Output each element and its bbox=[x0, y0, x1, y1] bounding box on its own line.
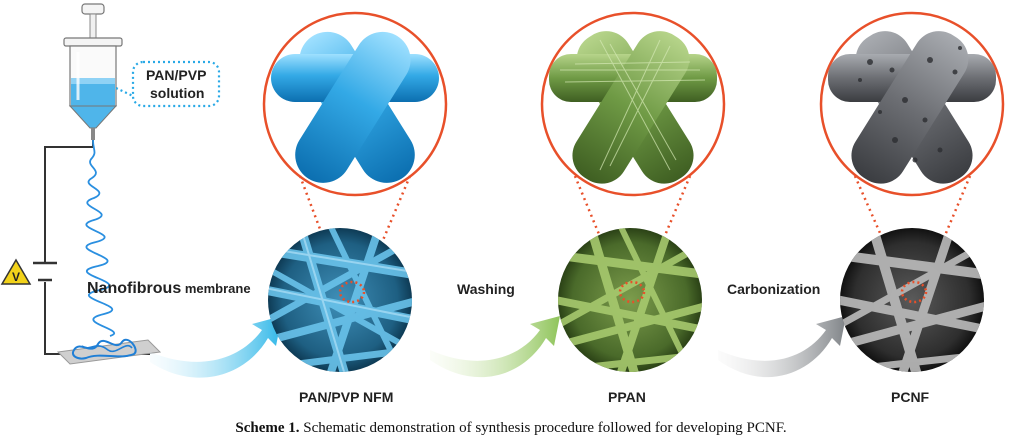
stage1-label: PAN/PVP NFM bbox=[299, 389, 394, 405]
caption-label: Scheme 1. bbox=[235, 420, 300, 436]
syringe-icon bbox=[63, 3, 123, 140]
washing-label: Washing bbox=[457, 281, 515, 297]
solution-label-line2: solution bbox=[150, 85, 205, 101]
stage-pan-pvp bbox=[262, 11, 448, 372]
fiber-model-gray bbox=[828, 31, 996, 184]
arrow-to-nfm bbox=[150, 316, 282, 378]
high-voltage-icon: V bbox=[0, 258, 32, 285]
stage-pcnf bbox=[819, 11, 1005, 372]
svg-text:V: V bbox=[12, 270, 20, 284]
fiber-model-blue bbox=[271, 31, 439, 183]
solution-callout-box bbox=[131, 60, 221, 108]
arrow-washing bbox=[430, 316, 560, 378]
electrospinning-setup: V bbox=[0, 3, 221, 365]
stage3-label: PCNF bbox=[891, 389, 930, 405]
fiber-model-green bbox=[549, 31, 717, 184]
membrane-text: membrane bbox=[181, 281, 251, 296]
figure-caption: Scheme 1. Schematic demonstration of syn… bbox=[0, 420, 1022, 437]
arrow-carbonization bbox=[718, 316, 846, 378]
caption-text: Schematic demonstration of synthesis pro… bbox=[299, 420, 787, 436]
nanofibrous-membrane-label: Nanofibrous membrane bbox=[87, 280, 251, 298]
stage2-label: PPAN bbox=[608, 389, 646, 405]
solution-label-line1: PAN/PVP bbox=[146, 67, 207, 83]
stage-ppan bbox=[540, 11, 726, 372]
carbonization-label: Carbonization bbox=[727, 281, 821, 297]
nanofibrous-text: Nanofibrous bbox=[87, 280, 182, 297]
electrospun-jet bbox=[85, 139, 115, 337]
